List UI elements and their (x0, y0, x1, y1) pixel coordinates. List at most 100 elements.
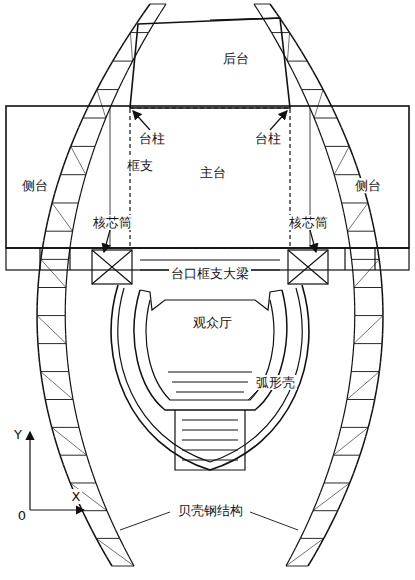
shell-rib (114, 90, 118, 99)
shell-rib (70, 381, 71, 390)
shell-rib (52, 427, 79, 428)
shell-rib (328, 99, 333, 108)
shell-rib (286, 538, 324, 566)
shell-rib (309, 511, 313, 520)
shell-rib (79, 118, 83, 127)
shell-rib (123, 71, 128, 80)
shell-rib (47, 212, 49, 221)
shell-rib (382, 306, 384, 315)
shell-rib (118, 42, 124, 52)
shell-rib (325, 146, 349, 147)
shell-rib (107, 511, 111, 520)
shell-rib (50, 203, 52, 212)
shell-rib (102, 71, 107, 80)
shell-rib (138, 42, 143, 52)
shell-rib (313, 510, 338, 511)
shell-rib (355, 315, 383, 316)
shell-rib (66, 269, 68, 278)
shell-rib (313, 548, 318, 557)
shell-rib (277, 14, 284, 24)
shell-rib (86, 165, 89, 174)
shell-rib (307, 61, 312, 70)
shell-rib (37, 315, 65, 316)
shell-rib (115, 529, 119, 538)
shell-rib (60, 455, 63, 464)
shell-rib (38, 343, 66, 344)
shell-rib (96, 483, 99, 492)
plan-label: 贝壳钢结构 (176, 503, 245, 518)
shell-rib (382, 325, 384, 334)
shell-rib (354, 316, 383, 344)
shell-rib (81, 184, 83, 193)
shell-rib (318, 80, 323, 89)
shell-rib (366, 427, 369, 436)
shell-rib (381, 334, 383, 343)
shell-rib (41, 372, 73, 400)
shell-rib (41, 372, 42, 381)
shell-rib (324, 482, 350, 483)
shell-rib (52, 203, 72, 231)
shell-rib (331, 165, 334, 174)
shell-rib (65, 288, 67, 297)
shell-rib (313, 501, 317, 510)
shell-rib (378, 372, 379, 381)
shell-rib (83, 118, 106, 119)
shell-rib (79, 427, 81, 436)
shell-rib (46, 231, 73, 232)
shell-rib (345, 137, 349, 146)
shell-rib (381, 344, 383, 353)
shell-rib (92, 146, 95, 155)
shell-rib (130, 23, 136, 33)
shell-rib (37, 278, 39, 287)
shell-rib (368, 418, 370, 427)
shell-rib (287, 61, 292, 70)
shell-rib (45, 400, 47, 409)
shell-rib (93, 474, 96, 483)
shell-rib (73, 222, 75, 231)
shell-rib (90, 464, 93, 473)
shell-rib (354, 287, 382, 288)
shell-rib (92, 90, 97, 99)
shell-rib (352, 353, 354, 362)
shell-rib (347, 399, 375, 400)
shell-rib (302, 90, 306, 99)
shell-rib (65, 316, 66, 325)
shell-rib (313, 483, 350, 511)
shell-rib (296, 538, 301, 547)
plan-label: Y (12, 427, 24, 442)
shell-rib (370, 212, 372, 221)
shell-rib (107, 61, 112, 70)
shell-rib (314, 118, 337, 119)
shell-rib (346, 222, 348, 231)
shell-rib (130, 32, 148, 33)
plan-label: 台口框支大梁 (169, 266, 251, 281)
shell-rib (75, 409, 77, 418)
shell-rib (128, 61, 133, 70)
shell-rib (65, 325, 67, 334)
shell-rib (350, 250, 351, 259)
shell-rib (333, 446, 336, 455)
shell-rib (71, 146, 86, 174)
shell-rib (286, 557, 291, 566)
shell-rib (47, 409, 49, 418)
shell-rib (57, 446, 60, 455)
shell-rib (46, 222, 48, 231)
shell-rib (110, 99, 114, 108)
shell-rib (346, 483, 350, 492)
shell-rib (41, 259, 69, 260)
shell-rib (113, 61, 133, 62)
shell-rib (148, 23, 154, 33)
shell-rib (375, 390, 377, 399)
shell-rib (78, 194, 80, 203)
shell-rib (64, 156, 67, 165)
shell-rib (334, 174, 359, 175)
shell-rib (37, 316, 66, 344)
shell-rib (77, 418, 79, 427)
shell-rib (352, 259, 353, 268)
shell-rib (37, 288, 39, 297)
shell-rib (75, 127, 79, 136)
shell-rib (350, 372, 351, 381)
shell-rib (52, 202, 78, 203)
shell-rib (360, 446, 363, 455)
shell-rib (36, 306, 38, 315)
